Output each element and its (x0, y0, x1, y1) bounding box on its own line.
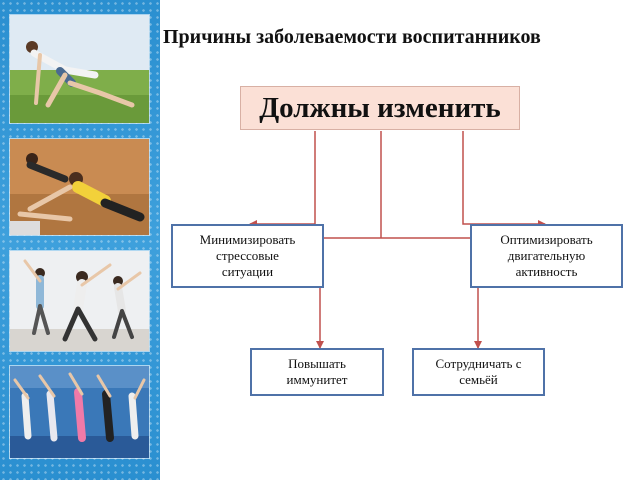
photo-fitness-class-mats (9, 365, 150, 459)
slide-title: Причины заболеваемости воспитанников (163, 26, 541, 48)
arrow-to-optimize (462, 131, 546, 228)
photo-gym-stretching-group (9, 138, 150, 236)
photo-stretching-on-grass (9, 14, 150, 124)
node-cooperate-family: Сотрудничать с семьёй (412, 348, 545, 396)
photo-aerobics-class (9, 250, 150, 352)
node-optimize-activity: Оптимизировать двигательную активность (470, 224, 623, 288)
arrow-to-minimize (249, 131, 316, 228)
node-minimize-stress: Минимизировать стрессовые ситуации (171, 224, 324, 288)
main-node-must-change: Должны изменить (240, 86, 520, 130)
node-boost-immunity: Повышать иммунитет (250, 348, 384, 396)
photo-strip (0, 0, 160, 480)
